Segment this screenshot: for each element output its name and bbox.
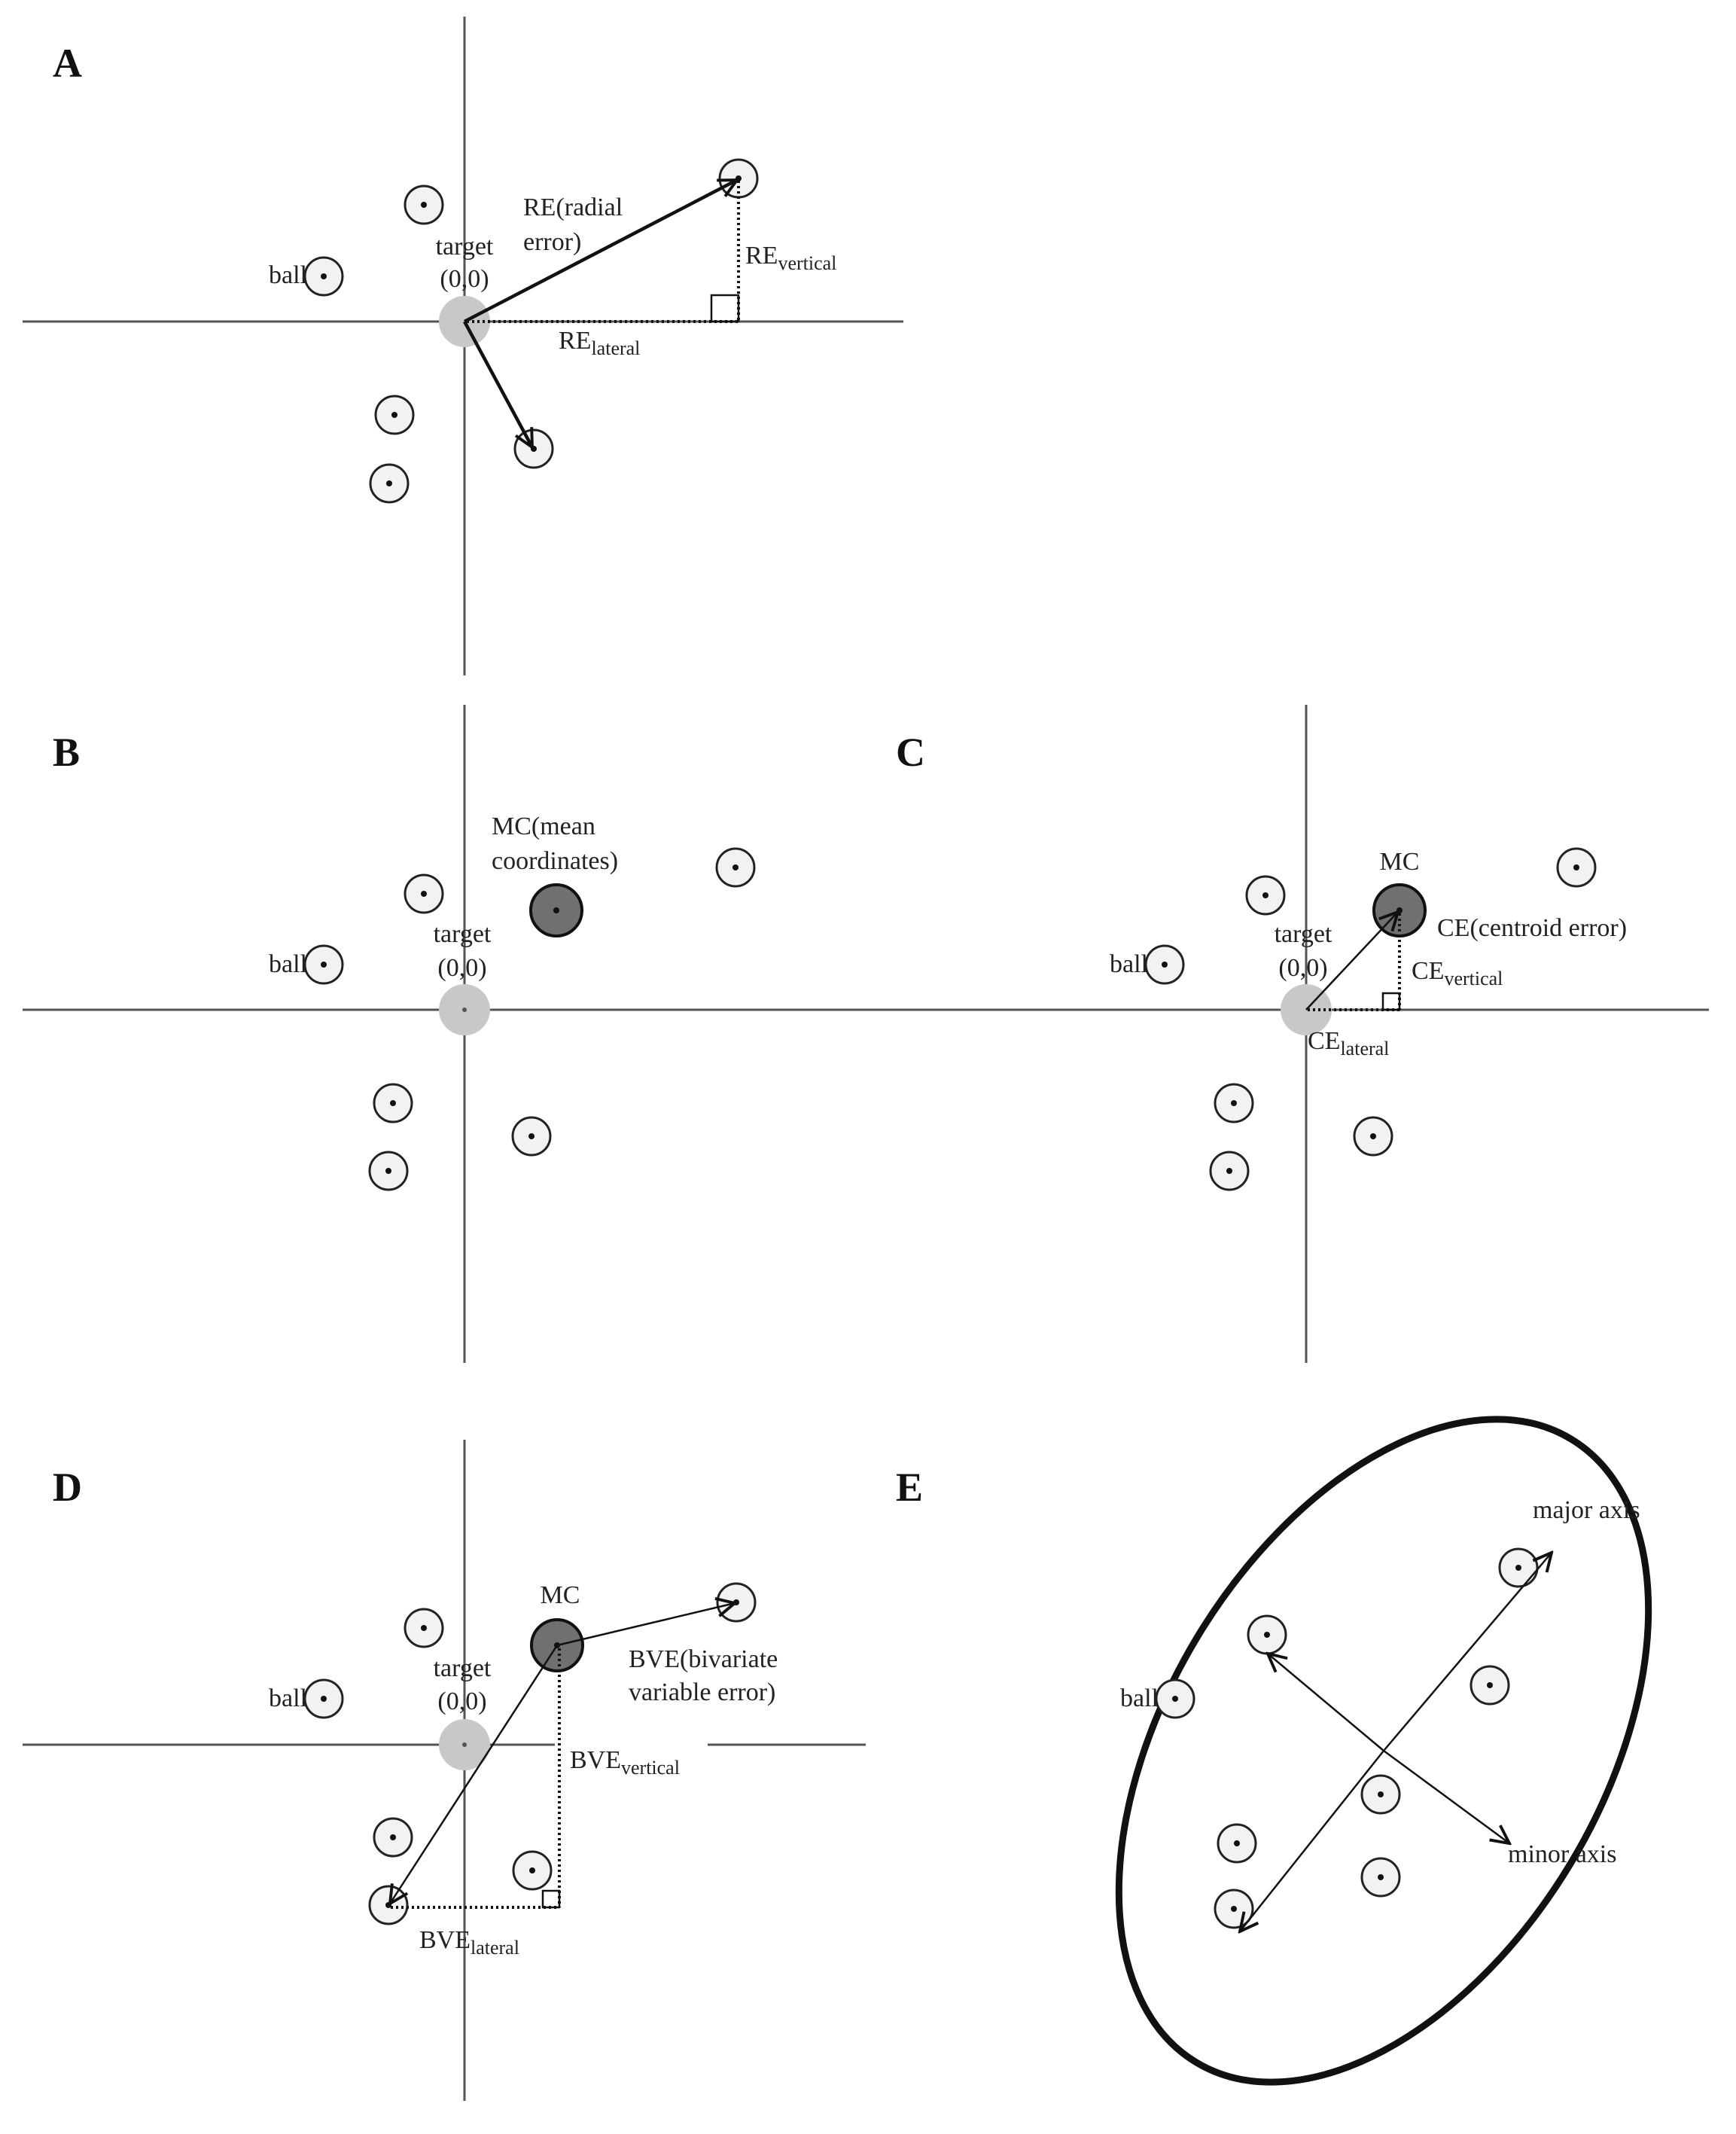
panel-d-ball <box>512 1850 553 1891</box>
panel-d-bve-label: BVE(bivariate <box>629 1645 778 1673</box>
panel-e-letter: E <box>896 1465 923 1510</box>
panel-b-ball <box>303 944 344 985</box>
panel-b-letter: B <box>53 730 80 775</box>
panel-c-ball <box>1556 847 1597 888</box>
panel-b-target-label: target <box>434 920 492 948</box>
panel-d-ball <box>373 1817 413 1858</box>
panel-b-mc-label: MC(mean <box>492 812 595 840</box>
panel-e-major-axis-arrow <box>1383 1553 1552 1751</box>
panel-a-re-lateral-label: RElateral <box>559 327 640 359</box>
panel-a-target-coordinates: (0,0) <box>440 265 489 293</box>
panel-e-ball <box>1470 1665 1510 1706</box>
panel-e-ball <box>1155 1678 1195 1719</box>
panel-c-ball <box>1144 944 1185 985</box>
panel-b-mc-label-2: coordinates) <box>492 847 618 875</box>
panel-e-ball <box>1217 1823 1257 1864</box>
panel-e: E ball major axis minor axis <box>896 1416 1652 2086</box>
panel-c-ball <box>1214 1083 1254 1123</box>
panel-a-re-vertical-label: REvertical <box>745 242 836 274</box>
panel-c-centroid-error-label: CE(centroid error) <box>1437 914 1627 942</box>
panel-d-ball <box>716 1582 757 1623</box>
panel-e-major-axis-arrow-2 <box>1240 1750 1384 1931</box>
panel-a-radial-error-label: RE(radial <box>523 194 623 221</box>
panel-a-radial-error-label-2: error) <box>523 228 581 256</box>
panel-c-ball <box>1209 1151 1250 1191</box>
panel-d-bve-label-2: variable error) <box>629 1678 775 1706</box>
panel-e-confidence-ellipse <box>1115 1416 1652 2086</box>
panel-c-ball <box>1245 875 1286 916</box>
panel-d-target-label: target <box>434 1654 492 1682</box>
panel-c-mc-label: MC <box>1380 848 1420 876</box>
panel-b-ball <box>404 873 444 914</box>
panel-c-ce-lateral-label: CElateral <box>1308 1027 1389 1059</box>
panel-d-ball <box>368 1885 409 1925</box>
panel-d-ball <box>303 1678 344 1719</box>
panel-a-radial-error-arrow-2 <box>463 320 532 447</box>
panel-e-ball-label: ball <box>1120 1684 1159 1712</box>
panel-a-right-angle <box>710 294 740 323</box>
panel-d: D ball target (0,0) MC BVE(bivariate var… <box>23 1440 866 2101</box>
panel-b-ball-label: ball <box>269 950 307 978</box>
panel-d-ball-label: ball <box>269 1684 307 1712</box>
panel-a-ball <box>303 256 344 297</box>
panel-a: A ball target (0,0) RE(radial error) REv… <box>23 17 903 675</box>
panel-d-ball <box>404 1608 444 1648</box>
panel-a-ball <box>404 184 444 225</box>
panel-b-target-coordinates: (0,0) <box>437 954 486 982</box>
panel-e-minor-axis-label: minor axis <box>1508 1840 1616 1868</box>
panel-d-mc-label: MC <box>541 1581 580 1609</box>
panel-d-bve-arrow-2 <box>390 1645 559 1904</box>
panel-d-bve-lateral-label: BVElateral <box>419 1926 519 1959</box>
panel-a-radial-error-arrow <box>463 180 737 323</box>
panel-e-ball <box>1247 1614 1287 1655</box>
panel-a-letter: A <box>53 41 82 86</box>
panel-c-ball <box>1353 1116 1393 1157</box>
panel-e-ball <box>1498 1547 1539 1588</box>
panel-b-ball <box>368 1151 409 1191</box>
panel-a-ball <box>374 395 415 435</box>
panel-b-ball <box>511 1116 552 1157</box>
panel-e-ball <box>1360 1857 1401 1898</box>
panel-e-minor-axis-arrow <box>1383 1749 1509 1843</box>
panel-c-target-label: target <box>1275 920 1332 948</box>
panel-c-letter: C <box>896 730 925 775</box>
panel-d-target-coordinates: (0,0) <box>437 1687 486 1715</box>
panel-a-ball <box>513 428 554 469</box>
panel-d-right-angle <box>541 1889 561 1909</box>
panel-a-ball-label: ball <box>269 261 307 289</box>
panel-c-centroid-error-arrow <box>1305 912 1398 1011</box>
panel-c-ball-label: ball <box>1110 950 1148 978</box>
panel-c-target-coordinates: (0,0) <box>1278 954 1327 982</box>
panel-a-target-label: target <box>436 233 494 261</box>
panel-b: B ball target (0,0) MC(mean coordinates) <box>23 705 866 1363</box>
panel-c-ce-vertical-label: CEvertical <box>1412 957 1503 989</box>
panel-e-ball <box>1360 1774 1401 1815</box>
panel-a-ball <box>369 463 410 504</box>
panel-d-bve-vertical-label: BVEvertical <box>570 1746 680 1779</box>
panel-b-ball <box>715 847 756 888</box>
panel-c-right-angle <box>1381 992 1401 1011</box>
panel-e-major-axis-label: major axis <box>1533 1496 1640 1524</box>
panel-c: C ball target (0,0) MC CE(centroid error… <box>866 705 1709 1363</box>
panel-e-minor-axis-arrow-2 <box>1268 1654 1384 1751</box>
panel-d-bve-arrow <box>556 1603 735 1647</box>
panel-d-letter: D <box>53 1465 82 1510</box>
panel-b-ball <box>373 1083 413 1123</box>
